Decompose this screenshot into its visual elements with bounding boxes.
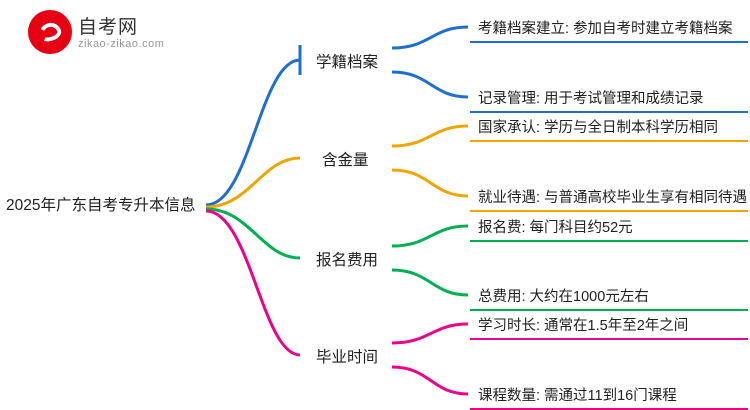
- branch-label-3[interactable]: 毕业时间: [316, 349, 379, 366]
- leaf-3-1[interactable]: 课程数量: 需通过11到16门课程: [470, 380, 748, 410]
- leaf-3-0[interactable]: 学习时长: 通常在1.5年至2年之间: [470, 310, 748, 340]
- branch-label-1[interactable]: 含金量: [322, 152, 369, 169]
- leaf-2-0[interactable]: 报名费: 每门科目约52元: [470, 212, 748, 242]
- leaf-0-0[interactable]: 考籍档案建立: 参加自考时建立考籍档案: [470, 13, 748, 43]
- mindmap-root-title: 2025年广东自考专升本信息: [6, 197, 196, 214]
- leaf-1-1[interactable]: 就业待遇: 与普通高校毕业生享有相同待遇: [470, 182, 748, 212]
- logo-swoosh-icon: [28, 10, 72, 54]
- logo-domain: zikao-zikao.com: [78, 38, 165, 50]
- leaf-2-1[interactable]: 总费用: 大约在1000元左右: [470, 281, 748, 311]
- site-logo: 自考网 zikao-zikao.com: [28, 8, 188, 60]
- leaf-0-1[interactable]: 记录管理: 用于考试管理和成绩记录: [470, 83, 748, 113]
- branch-label-0[interactable]: 学籍档案: [316, 54, 379, 71]
- leaf-1-0[interactable]: 国家承认: 学历与全日制本科学历相同: [470, 112, 748, 142]
- branch-label-2[interactable]: 报名费用: [316, 252, 379, 269]
- logo-name: 自考网: [78, 17, 139, 38]
